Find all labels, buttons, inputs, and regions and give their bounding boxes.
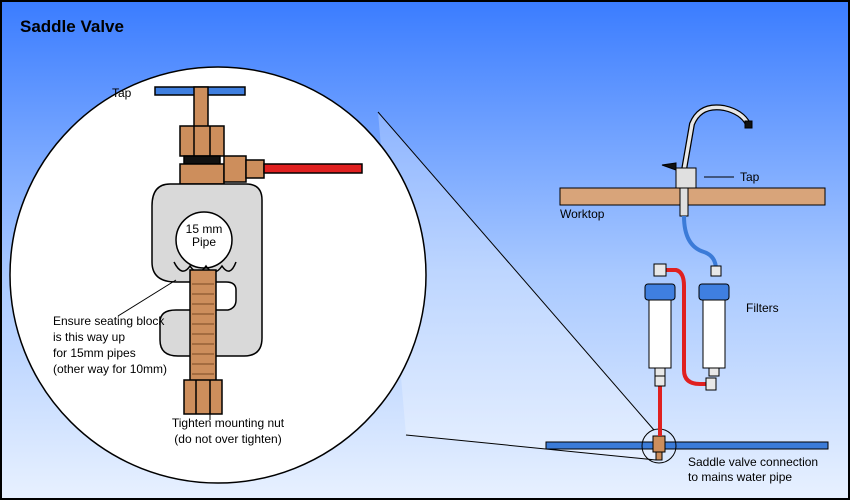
tap-detail-label: Tap [112, 86, 132, 100]
seating-leader [117, 279, 177, 317]
mounting-nut [183, 379, 223, 415]
saddle-valve-stem-small [655, 451, 663, 461]
saddle-connection-label-line1: Saddle valve connection [688, 455, 818, 469]
mains-water-pipe [545, 441, 829, 450]
filter-left [644, 263, 676, 387]
pipe-label-line2: Pipe [192, 235, 216, 249]
outlet-fitting [245, 159, 265, 179]
zoom-cone [378, 112, 656, 460]
seating-label-line4: (other way for 10mm) [53, 362, 167, 376]
filter-right [698, 283, 730, 391]
nut-label-line1: Tighten mounting nut [172, 416, 285, 430]
zoom-line-top [377, 111, 655, 431]
filters-label: Filters [746, 301, 779, 315]
saddle-valve-detail [151, 86, 363, 415]
worktop-label: Worktop [560, 207, 605, 221]
pipe-label-line1: 15 mm [186, 222, 223, 236]
seating-label-line2: is this way up [53, 330, 125, 344]
kitchen-tap [661, 104, 753, 217]
seating-block [173, 261, 237, 273]
tap-right-label: Tap [740, 170, 760, 184]
seating-label-line3: for 15mm pipes [53, 346, 136, 360]
worktop-board [559, 187, 826, 206]
outlet-nut [223, 155, 247, 183]
saddle-connection-label-line2: to mains water pipe [688, 470, 792, 484]
valve-nut-top [179, 125, 225, 157]
valve-washer [183, 155, 221, 165]
right-filter-inlet [710, 265, 722, 277]
saddle-valve-small [652, 435, 666, 453]
nut-label-line2: (do not over tighten) [174, 432, 281, 446]
blue-hose [682, 215, 718, 271]
seating-label-line1: Ensure seating block [53, 314, 165, 328]
zoom-line-bottom [405, 434, 657, 461]
red-outlet-pipe [263, 163, 363, 174]
valve-body [179, 163, 225, 185]
red-hose-link [660, 268, 706, 386]
screw-threads [192, 283, 214, 375]
diagram-title: Saddle Valve [20, 17, 124, 36]
tap-stem [193, 86, 209, 128]
clamp-screw [189, 269, 217, 383]
